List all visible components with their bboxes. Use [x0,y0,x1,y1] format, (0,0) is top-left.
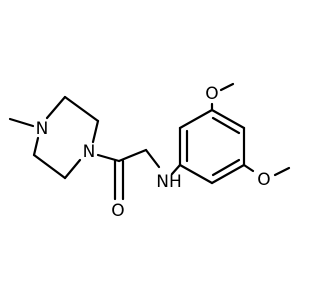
bond-ch2-nh [144,148,161,169]
atom-labels: N N O NH O O [36,84,271,221]
bond-ring-o-right [242,163,255,173]
bond-carbonyl-ch2 [117,148,148,163]
bond-ring-n1-c2 [45,95,67,120]
atom-nh: NH [156,172,182,192]
bond-methyl-n [8,117,35,128]
bond-benz-3 [210,108,246,130]
atom-o-methoxy-top: O [205,84,218,104]
bonds [8,82,291,201]
bond-benz-5-inner [211,158,241,177]
bond-ring-c2-c3 [63,95,100,123]
bond-benz-5 [210,163,246,185]
bond-o-methyl-top [219,82,235,92]
atom-o-carbonyl: O [111,201,124,221]
molecule-drawing: N N O NH O O [8,82,291,221]
structure-canvas: N N O NH O O [8,82,291,221]
bond-ring-n4-c5 [63,158,82,180]
bond-ring-c5-c6 [32,153,67,180]
bond-ring-c6-n1 [32,136,40,157]
bond-benz-2 [178,108,214,130]
atom-o-methoxy-right: O [257,170,270,190]
bond-benz-6 [178,163,214,185]
bond-nh-ring [170,163,182,176]
bond-n-carbonyl [96,153,121,163]
atom-n-amide: N [83,142,96,162]
bond-ring-c3-n4 [91,119,100,144]
bond-o-methyl-right [273,166,291,177]
bond-benz-3-inner [211,116,241,135]
atom-n-methyl: N [36,119,49,139]
